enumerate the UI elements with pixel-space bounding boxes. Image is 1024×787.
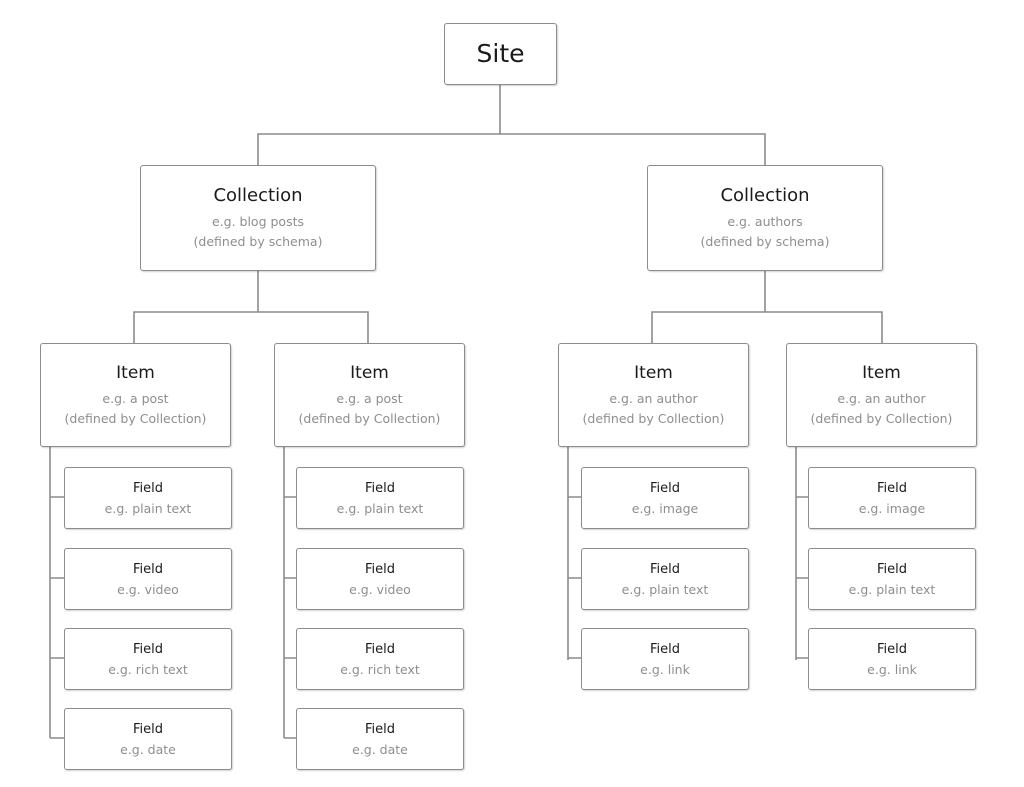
connector-collection-2-items [651,270,883,343]
field-example: e.g. date [120,742,176,757]
field-label: Field [132,722,163,737]
collection-example: e.g. blog posts [211,214,305,229]
field-example: e.g. image [858,501,926,516]
field-label: Field [649,481,680,496]
collection-note: (defined by schema) [193,234,323,249]
field-example: e.g. plain text [104,501,192,516]
item-label: Item [862,363,901,383]
collection-node-blog-posts: Collection e.g. blog posts (defined by s… [140,165,376,271]
field-example: e.g. date [352,742,408,757]
item-label: Item [116,363,155,383]
item-note: (defined by Collection) [582,411,725,426]
collection-note: (defined by schema) [700,234,830,249]
field-example: e.g. plain text [621,582,709,597]
field-example: e.g. video [117,582,179,597]
item-label: Item [634,363,673,383]
field-example: e.g. plain text [848,582,936,597]
connector-item-3-fields [567,446,581,660]
field-node: Field e.g. video [64,548,232,610]
item-node-post-1: Item e.g. a post (defined by Collection) [40,343,231,447]
field-node: Field e.g. date [64,708,232,770]
field-example: e.g. link [640,662,690,677]
connector-item-2-fields [283,446,296,739]
collection-example: e.g. authors [727,214,803,229]
item-label: Item [350,363,389,383]
field-example: e.g. link [867,662,917,677]
field-node: Field e.g. image [581,467,749,529]
field-label: Field [876,562,907,577]
field-node: Field e.g. plain text [808,548,976,610]
field-example: e.g. video [349,582,411,597]
field-example: e.g. rich text [108,662,188,677]
item-node-author-1: Item e.g. an author (defined by Collecti… [558,343,749,447]
connector-site-collections [257,84,766,165]
field-node: Field e.g. video [296,548,464,610]
field-node: Field e.g. rich text [296,628,464,690]
item-example: e.g. a post [336,391,403,406]
field-label: Field [132,562,163,577]
item-example: e.g. an author [837,391,926,406]
field-label: Field [364,722,395,737]
field-node: Field e.g. date [296,708,464,770]
field-example: e.g. rich text [340,662,420,677]
field-label: Field [649,562,680,577]
collection-node-authors: Collection e.g. authors (defined by sche… [647,165,883,271]
site-node: Site [444,23,557,85]
field-label: Field [876,642,907,657]
field-label: Field [876,481,907,496]
field-node: Field e.g. plain text [296,467,464,529]
field-node: Field e.g. link [808,628,976,690]
field-label: Field [132,481,163,496]
item-node-author-2: Item e.g. an author (defined by Collecti… [786,343,977,447]
field-label: Field [364,481,395,496]
collection-label: Collection [720,185,810,206]
field-node: Field e.g. plain text [581,548,749,610]
field-example: e.g. image [631,501,699,516]
item-note: (defined by Collection) [298,411,441,426]
connector-collection-1-items [133,270,369,343]
field-node: Field e.g. plain text [64,467,232,529]
connector-item-4-fields [795,446,808,660]
field-label: Field [132,642,163,657]
field-label: Field [649,642,680,657]
connector-item-1-fields [49,446,64,739]
field-node: Field e.g. link [581,628,749,690]
field-node: Field e.g. rich text [64,628,232,690]
collection-label: Collection [213,185,303,206]
field-label: Field [364,562,395,577]
field-node: Field e.g. image [808,467,976,529]
item-note: (defined by Collection) [810,411,953,426]
item-example: e.g. a post [102,391,169,406]
field-example: e.g. plain text [336,501,424,516]
field-label: Field [364,642,395,657]
item-note: (defined by Collection) [64,411,207,426]
item-example: e.g. an author [609,391,698,406]
item-node-post-2: Item e.g. a post (defined by Collection) [274,343,465,447]
site-label: Site [476,39,525,68]
